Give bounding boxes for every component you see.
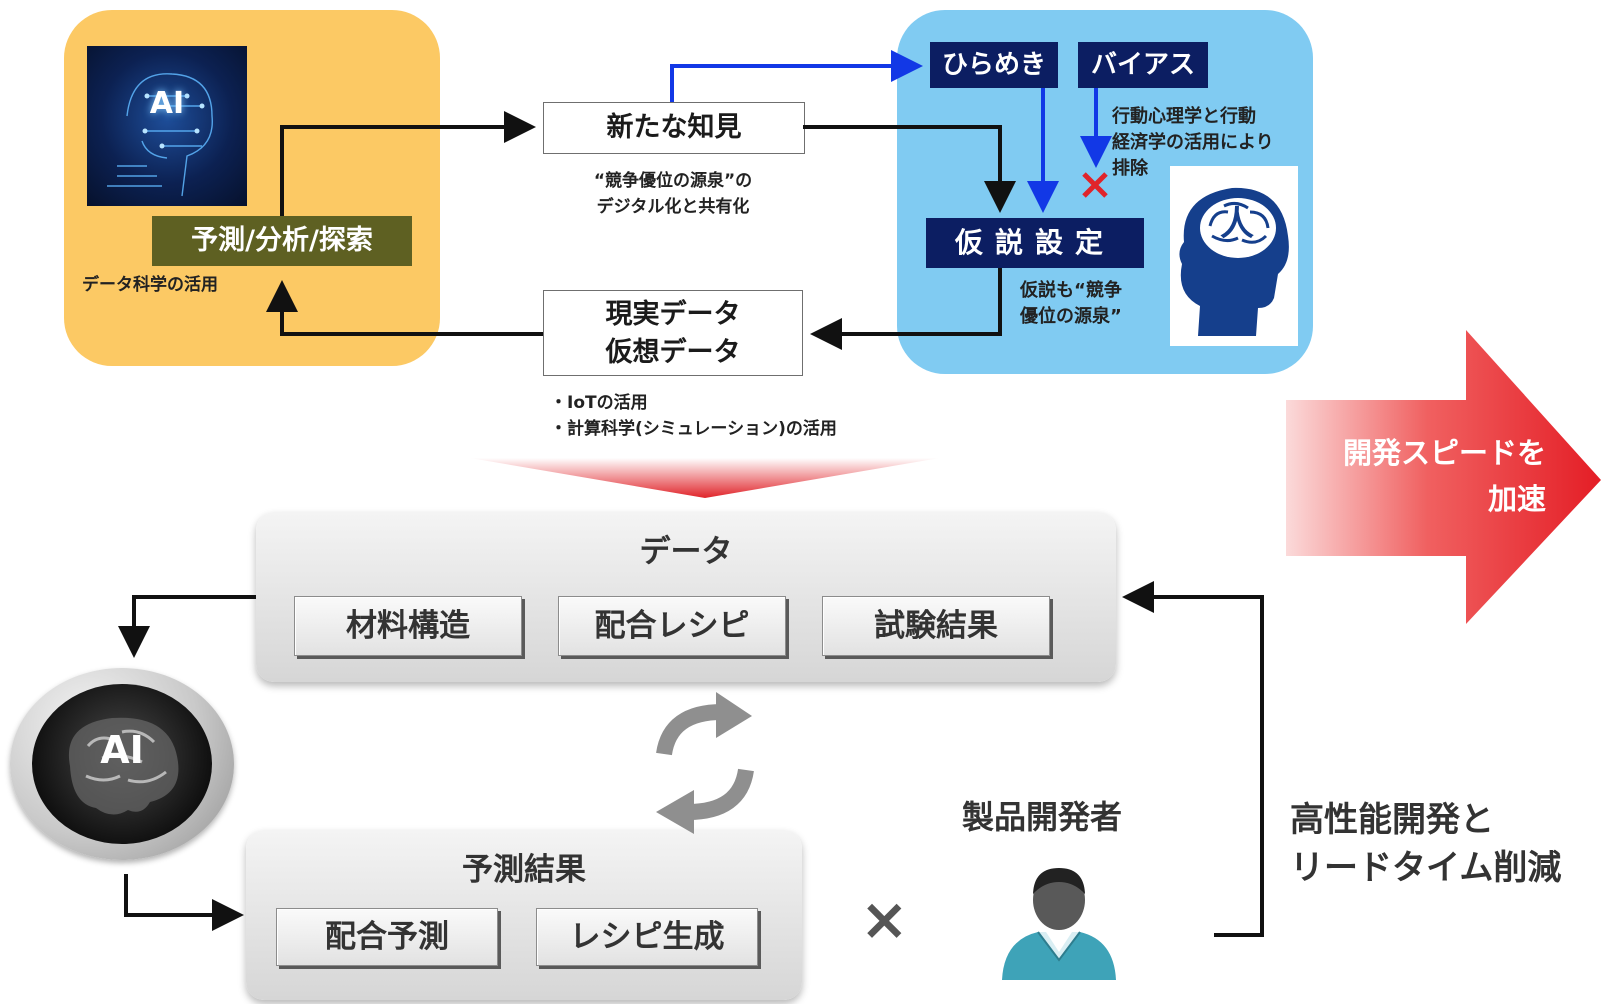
prediction-panel: 予測結果 配合予測 レシピ生成 bbox=[246, 830, 802, 1000]
material-structure-box: 材料構造 bbox=[294, 596, 522, 656]
developer-label: 製品開発者 bbox=[962, 798, 1123, 836]
predict-analyze-explore-box: 予測/分析/探索 bbox=[152, 216, 412, 266]
cycle-icon bbox=[656, 692, 754, 834]
human-brain-icon bbox=[1179, 187, 1289, 336]
human-icon-label: 人 bbox=[1220, 204, 1254, 244]
ai-brain-core: AI bbox=[32, 684, 212, 844]
ai-brain-image: AI bbox=[87, 46, 247, 206]
hypothesis-note-line1: 仮説も“競争 bbox=[1020, 280, 1122, 301]
new-knowledge-box: 新たな知見 bbox=[543, 102, 805, 154]
data-panel-title: データ bbox=[639, 534, 733, 570]
hypothesis-note: 仮説も“競争 優位の源泉” bbox=[1020, 278, 1122, 330]
ai-brain-circle: AI bbox=[10, 668, 234, 860]
circuit-brain-icon bbox=[107, 73, 213, 197]
speed-arrow-label: 開発スピードを 加速 bbox=[1290, 430, 1546, 522]
ai-circle-label: AI bbox=[100, 728, 144, 772]
outcome-line2: リードタイム削減 bbox=[1290, 848, 1562, 888]
data-notes: ・IoTの活用 ・計算科学(シミュレーション)の活用 bbox=[550, 390, 837, 442]
hypothesis-note-line2: 優位の源泉” bbox=[1020, 306, 1122, 327]
bias-box: バイアス bbox=[1078, 42, 1208, 88]
new-knowledge-note-line1: “競争優位の源泉”の bbox=[593, 171, 753, 191]
speed-arrow-line2: 加速 bbox=[1487, 482, 1546, 516]
outcome-text: 高性能開発と リードタイム削減 bbox=[1290, 796, 1561, 892]
data-science-note: データ科学の活用 bbox=[82, 275, 218, 295]
new-knowledge-note-line2: デジタル化と共有化 bbox=[596, 197, 750, 217]
speed-arrow-line1: 開発スピードを bbox=[1342, 436, 1546, 470]
outcome-line1: 高性能開発と bbox=[1290, 800, 1494, 840]
developer-person-icon bbox=[1002, 868, 1116, 980]
inspiration-box: ひらめき bbox=[930, 42, 1058, 88]
times-symbol: × bbox=[860, 885, 909, 953]
formulation-recipe-box: 配合レシピ bbox=[558, 596, 786, 656]
new-knowledge-note: “競争優位の源泉”の デジタル化と共有化 bbox=[543, 168, 803, 220]
real-data-label: 現実データ bbox=[605, 299, 741, 330]
brain-icon bbox=[68, 717, 179, 815]
virtual-data-label: 仮想データ bbox=[605, 337, 741, 368]
formulation-prediction-box: 配合予測 bbox=[276, 908, 498, 966]
ai-image-label: AI bbox=[149, 86, 185, 121]
bias-note: 行動心理学と行動 経済学の活用により 排除 bbox=[1112, 104, 1274, 182]
bias-note-line2: 経済学の活用により bbox=[1112, 132, 1274, 153]
data-box: 現実データ 仮想データ bbox=[543, 290, 803, 376]
iot-note: ・IoTの活用 bbox=[550, 393, 648, 413]
hypothesis-box: 仮説設定 bbox=[926, 218, 1144, 268]
test-results-box: 試験結果 bbox=[822, 596, 1050, 656]
bias-note-line1: 行動心理学と行動 bbox=[1112, 106, 1256, 127]
prediction-panel-title: 予測結果 bbox=[462, 852, 586, 888]
recipe-generation-box: レシピ生成 bbox=[536, 908, 758, 966]
data-panel: データ 材料構造 配合レシピ 試験結果 bbox=[256, 512, 1116, 682]
human-head-image: 人 bbox=[1170, 166, 1298, 346]
simulation-note: ・計算科学(シミュレーション)の活用 bbox=[550, 419, 837, 439]
bias-note-line3: 排除 bbox=[1112, 158, 1148, 179]
